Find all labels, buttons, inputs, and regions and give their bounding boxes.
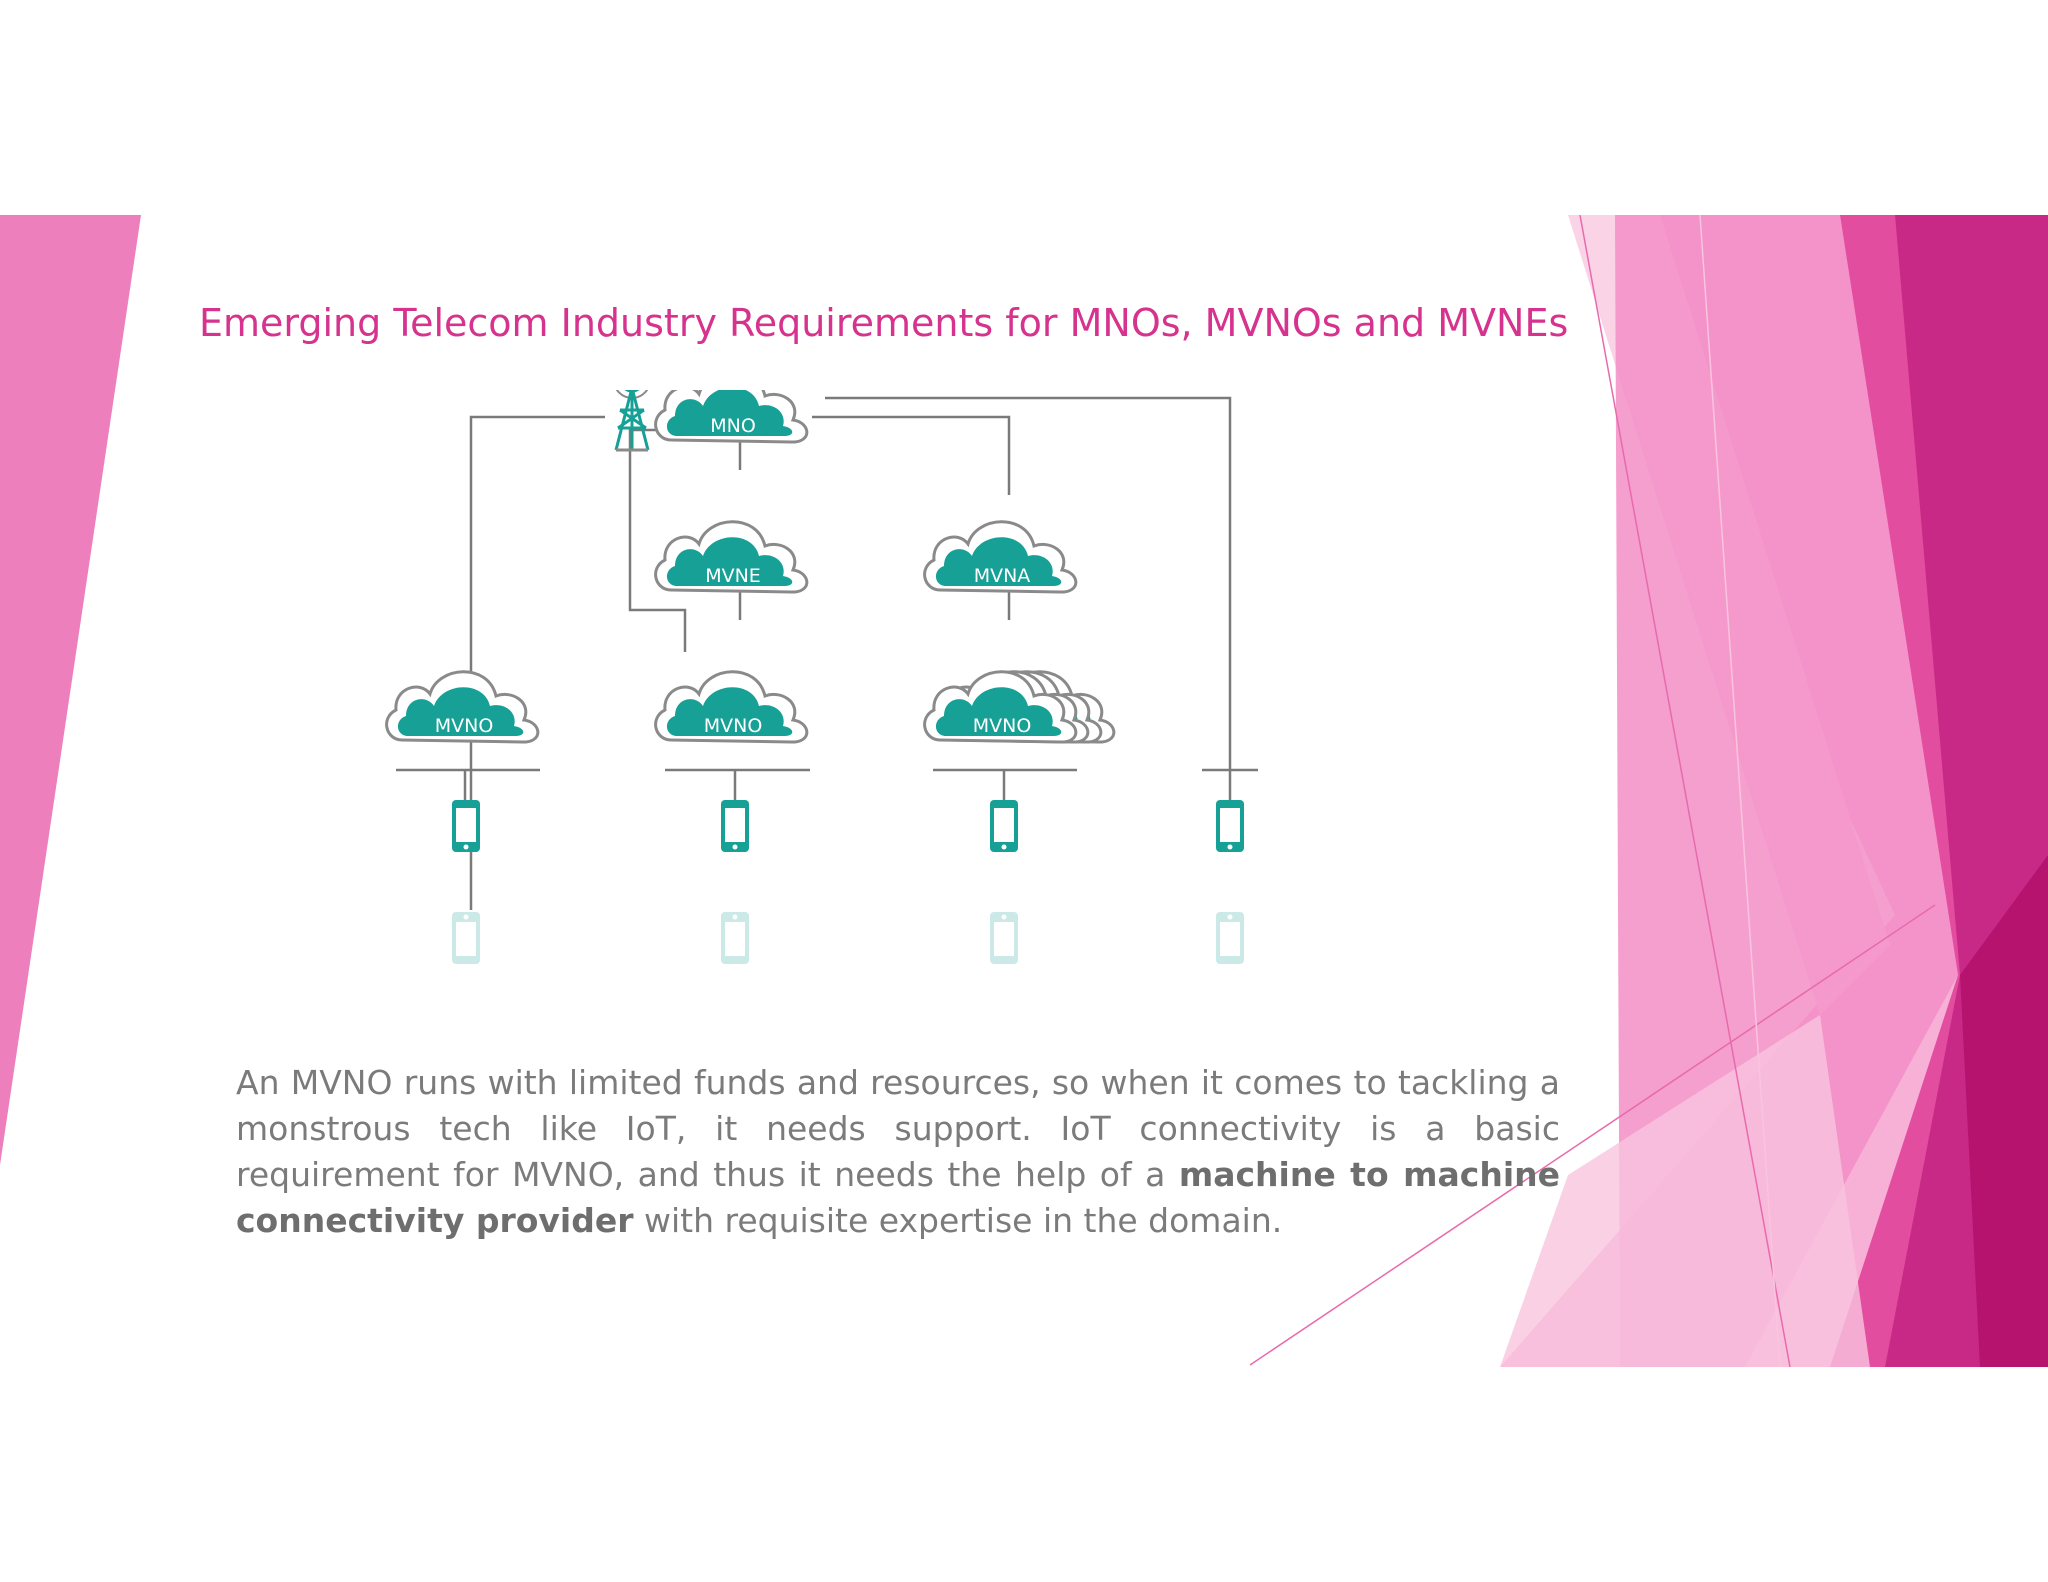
- device-1: [452, 800, 480, 852]
- smartphone-icon: [452, 800, 480, 852]
- smartphone-icon: [721, 800, 749, 852]
- body-paragraph-lead: An MVNO runs with limited funds and reso…: [236, 1063, 1560, 1194]
- smartphone-icon: [990, 800, 1018, 852]
- right-soft-pink-glow: [1500, 1015, 1870, 1367]
- slide: Emerging Telecom Industry Requirements f…: [0, 215, 2048, 1367]
- right-mid-pink-panel: [1615, 215, 1958, 1367]
- body-paragraph: An MVNO runs with limited funds and reso…: [236, 1060, 1560, 1244]
- smartphone-icon: [990, 912, 1018, 964]
- mvne-cloud: MVNE: [654, 520, 809, 594]
- left-pink-wedge: [0, 215, 141, 1165]
- mvno-direct-label: MVNO: [435, 715, 494, 737]
- network-diagram: MNO MVNE MVNA MVNO MVNO MVNO: [385, 390, 1258, 964]
- mvno-via-mvne-cloud: MVNO: [654, 670, 809, 744]
- right-thin-diagonal-line-3: [1699, 215, 1781, 1367]
- smartphone-icon: [452, 912, 480, 964]
- right-thin-diagonal-line-2: [1249, 904, 1936, 1366]
- body-paragraph-emphasis: machine to machine connectivity provider: [236, 1155, 1561, 1240]
- device-4: [1216, 800, 1244, 852]
- line-mno-to-direct-device: [825, 396, 1232, 770]
- slide-background-decor: [0, 215, 2048, 1367]
- slide-title: Emerging Telecom Industry Requirements f…: [199, 301, 1569, 345]
- cell-tower-icon: [614, 390, 650, 452]
- smartphone-icon: [1216, 800, 1244, 852]
- connector-lines: [396, 396, 1258, 910]
- mvno-direct-cloud: MVNO: [385, 670, 540, 744]
- device-2: [721, 800, 749, 852]
- mvna-label: MVNA: [974, 565, 1031, 587]
- mvna-cloud: MVNA: [923, 520, 1078, 594]
- line-mno-to-mvna: [812, 415, 1011, 495]
- line-mno-to-mvno-direct: [469, 415, 605, 910]
- mno-label: MNO: [710, 415, 756, 437]
- mvno-via-mvna-label: MVNO: [973, 715, 1032, 737]
- mvne-label: MVNE: [705, 565, 761, 587]
- mvno-via-mvna-cloud-stack: MVNO: [923, 670, 1116, 744]
- smartphone-icon: [721, 912, 749, 964]
- right-thin-diagonal-line-1: [1579, 215, 1791, 1367]
- body-paragraph-tail: with requisite expertise in the domain.: [633, 1201, 1283, 1240]
- device-reflection: [452, 912, 1244, 964]
- smartphone-icon: [1216, 912, 1244, 964]
- device-3: [990, 800, 1018, 852]
- right-dark-magenta-strip: [1960, 855, 2048, 1367]
- mno-cloud: MNO: [654, 390, 809, 444]
- mvno-via-mvne-label: MVNO: [704, 715, 763, 737]
